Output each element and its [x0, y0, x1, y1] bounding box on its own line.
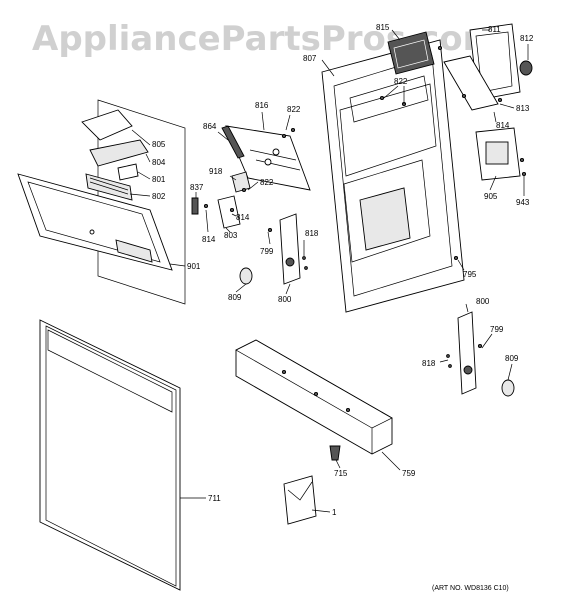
leader-lines [129, 29, 529, 513]
part-837-spring [191, 197, 199, 215]
bottom-channel-group [235, 339, 393, 525]
part-864-strip [221, 125, 245, 159]
part-804-shape [89, 139, 149, 167]
part-807-inner-door [321, 39, 465, 313]
label-803: 803 [224, 231, 238, 240]
right-hinge-group [446, 311, 515, 397]
label-901: 901 [187, 262, 201, 271]
label-799-a: 799 [260, 247, 274, 256]
label-809-b: 809 [505, 354, 519, 363]
label-801: 801 [152, 175, 166, 184]
label-818-a: 818 [305, 229, 319, 238]
label-800-a: 800 [278, 295, 292, 304]
part-759-channel [235, 339, 393, 455]
part-812-knob [519, 60, 533, 76]
label-807: 807 [303, 54, 317, 63]
label-805: 805 [152, 140, 166, 149]
label-800-b: 800 [476, 297, 490, 306]
dispenser-cup [485, 141, 509, 165]
label-837: 837 [190, 183, 204, 192]
part-715-screw [329, 445, 341, 461]
label-814-c: 814 [496, 121, 510, 130]
control-panel-group [17, 99, 186, 305]
part-815-vent [387, 31, 435, 75]
label-814-b: 814 [236, 213, 250, 222]
part-801-shape [117, 163, 139, 181]
label-759: 759 [402, 469, 416, 478]
label-814-a: 814 [202, 235, 216, 244]
label-799-b: 799 [490, 325, 504, 334]
vent-group [387, 23, 533, 181]
console-display [115, 239, 153, 263]
label-809-a: 809 [228, 293, 242, 302]
outer-door-group [39, 319, 181, 591]
label-943: 943 [516, 198, 530, 207]
part-805-shape [81, 109, 133, 141]
part-803-latch [217, 195, 241, 229]
label-822-c: 822 [394, 77, 408, 86]
label-864: 864 [203, 122, 217, 131]
part-labels: 805 804 801 802 901 864 816 822 918 837 … [152, 23, 534, 517]
label-815: 815 [376, 23, 390, 32]
control-board-group [191, 125, 311, 285]
label-711: 711 [208, 494, 221, 503]
label-804: 804 [152, 158, 166, 167]
inner-door-group [321, 39, 465, 313]
label-822-b: 822 [260, 178, 274, 187]
detergent-dispenser [359, 187, 411, 251]
part-800-hinge-right [457, 311, 477, 395]
label-795: 795 [463, 270, 477, 279]
part-816-housing [225, 125, 311, 191]
label-905: 905 [484, 192, 498, 201]
console-button [89, 229, 95, 235]
label-811: 811 [488, 25, 501, 34]
part-711-outer-door [39, 319, 181, 591]
label-813: 813 [516, 104, 530, 113]
vent-gasket [443, 55, 499, 111]
label-818-b: 818 [422, 359, 436, 368]
part-800-hinge-left [279, 213, 301, 285]
part-809-roller-right [501, 379, 515, 397]
art-number: (ART NO. WD8136 C10) [432, 585, 509, 592]
label-715: 715 [334, 469, 348, 478]
label-822-a: 822 [287, 105, 301, 114]
label-918: 918 [209, 167, 223, 176]
label-1: 1 [332, 508, 337, 517]
label-816: 816 [255, 101, 269, 110]
label-802: 802 [152, 192, 166, 201]
label-812: 812 [520, 34, 534, 43]
part-809-roller-left [239, 267, 253, 285]
